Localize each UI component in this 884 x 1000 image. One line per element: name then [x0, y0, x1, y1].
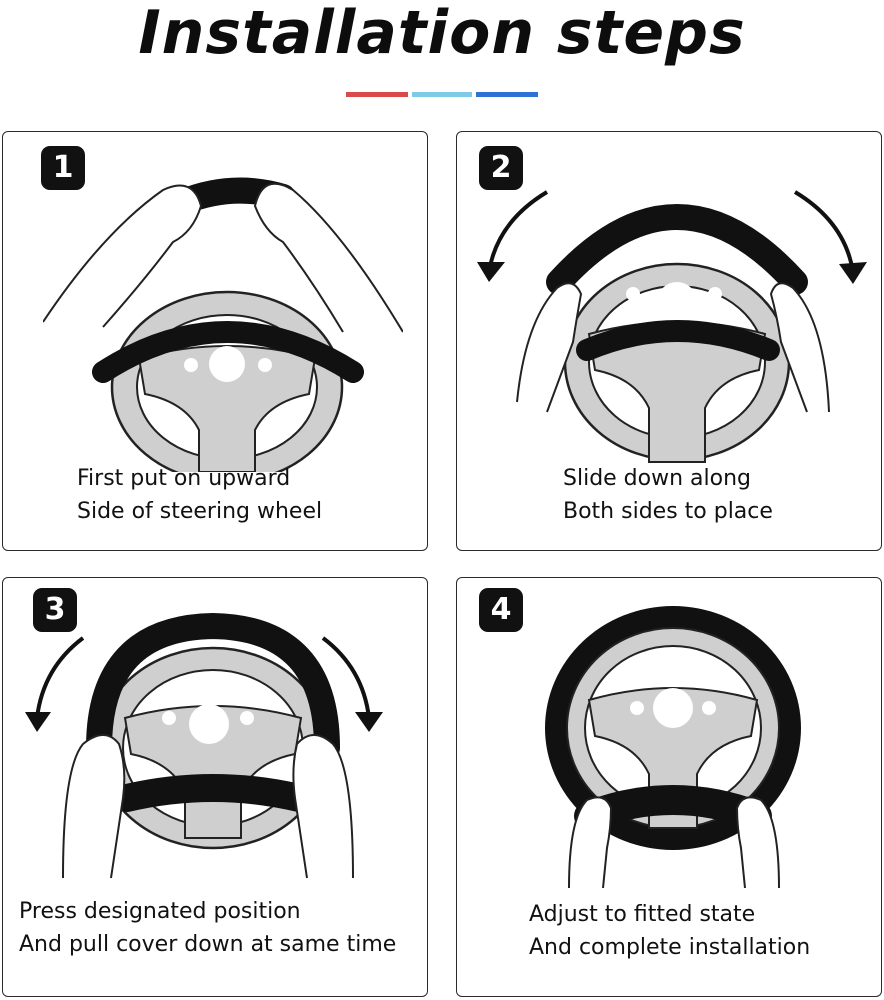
- accent-stripe-light-blue: [412, 92, 472, 97]
- page-title: Installation steps: [138, 0, 746, 68]
- step-number-badge: 4: [479, 588, 523, 632]
- accent-stripe-red: [346, 92, 408, 97]
- caption-line: And pull cover down at same time: [19, 932, 397, 957]
- steering-wheel-illustration: [545, 606, 801, 888]
- step-number-badge: 2: [479, 146, 523, 190]
- caption-line: Adjust to fitted state: [529, 902, 756, 927]
- step-caption: First put on upward Side of steering whe…: [77, 462, 322, 528]
- step-caption: Adjust to fitted state And complete inst…: [529, 898, 810, 964]
- step-number-badge: 1: [41, 146, 85, 190]
- caption-line: First put on upward: [77, 466, 291, 491]
- steering-wheel-illustration: [25, 612, 383, 879]
- caption-line: Side of steering wheel: [77, 499, 323, 524]
- step-card-2: 2 Slide down along Both sides to place: [456, 131, 882, 551]
- step-card-1: 1 First put on upward Side of steering w…: [2, 131, 428, 551]
- accent-stripe-blue: [476, 92, 538, 97]
- steering-wheel-illustration: [43, 177, 403, 472]
- step-card-3: 3 Press designated position And pull cov…: [2, 577, 428, 997]
- step-card-4: 4 Adjust to fitted state And complete in…: [456, 577, 882, 997]
- step-number-badge: 3: [33, 588, 77, 632]
- step-caption: Press designated position And pull cover…: [19, 895, 396, 961]
- caption-line: Slide down along: [563, 466, 751, 491]
- caption-line: Press designated position: [19, 899, 301, 924]
- caption-line: And complete installation: [529, 935, 811, 960]
- steering-wheel-illustration: [477, 190, 867, 463]
- caption-line: Both sides to place: [563, 499, 773, 524]
- step-caption: Slide down along Both sides to place: [563, 462, 773, 528]
